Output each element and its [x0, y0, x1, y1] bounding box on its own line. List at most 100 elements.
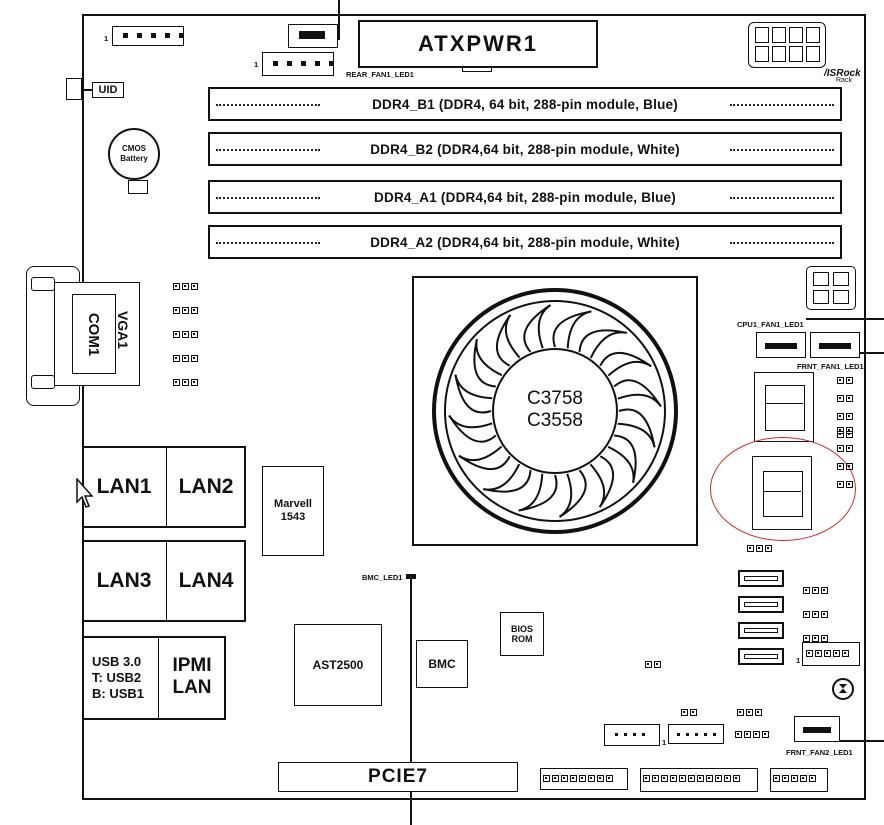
- cpu1-fan-header: [756, 332, 806, 358]
- dimm-slot-b2: DDR4_B2 (DDR4,64 bit, 288-pin module, Wh…: [208, 132, 842, 166]
- cpu-fan-leader: [806, 318, 884, 320]
- fan-blade-edge: [617, 422, 656, 448]
- cpu-model-label: C3758 C3558: [514, 388, 596, 432]
- fan-blade: [599, 352, 652, 368]
- uid-button-body: [66, 78, 82, 100]
- fan-blade-edge: [483, 463, 521, 491]
- usb-ipmi-stack: USB 3.0 T: USB2 B: USB1 IPMI LAN: [82, 636, 226, 720]
- cpu1-fan-label: CPU1_FAN1_LED1: [737, 320, 804, 329]
- sata-port-1: [738, 570, 784, 587]
- bmc-chip: BMC: [416, 640, 468, 688]
- sata-port-3: [738, 622, 784, 639]
- lan-ports-top: LAN1 LAN2: [82, 446, 246, 528]
- four-pin-power-connector: [806, 266, 856, 310]
- lan4-port: LAN4: [178, 569, 234, 592]
- pin1-marker: 1: [796, 656, 801, 665]
- eight-pin-power-connector: [748, 22, 826, 68]
- front-fan1-label: FRNT_FAN1_LED1: [797, 362, 864, 371]
- bottom-connector-b: [668, 724, 724, 744]
- fan-blade: [578, 329, 627, 352]
- fan-blade-edge: [475, 339, 503, 377]
- fan-blade-edge: [607, 445, 635, 483]
- front-fan2-label: FRNT_FAN2_LED1: [786, 748, 853, 757]
- pin1-marker: 1: [254, 60, 259, 69]
- chip-upper: [754, 372, 814, 442]
- ast2500-chip: AST2500: [294, 624, 382, 706]
- fan-blade: [558, 469, 587, 518]
- buzzer-icon: [832, 678, 854, 700]
- front-fan1-header: [810, 332, 860, 358]
- cmos-battery: CMOS Battery: [108, 128, 160, 180]
- marvell-chip: Marvell 1543: [262, 466, 324, 556]
- rear-fan-header: [288, 24, 338, 48]
- dimm-b2-label: DDR4_B2 (DDR4,64 bit, 288-pin module, Wh…: [370, 142, 680, 157]
- highlight-ellipse: [710, 437, 856, 541]
- fan-blade-edge: [454, 374, 493, 400]
- fan-blade-edge: [537, 304, 552, 349]
- header-bottom-3: [770, 768, 828, 792]
- lan1-port: LAN1: [96, 475, 152, 498]
- top-left-connector: [112, 26, 184, 46]
- dimm-a2-label: DDR4_A2 (DDR4,64 bit, 288-pin module, Wh…: [370, 235, 680, 250]
- fan-blade-edge: [448, 414, 493, 429]
- usb-line-3: B: USB1: [92, 686, 145, 701]
- fan-blade: [613, 379, 662, 408]
- fan-blade: [454, 374, 492, 414]
- fan-blade: [523, 304, 552, 353]
- fan-blade: [448, 414, 497, 443]
- bmc-led-leader: [410, 578, 412, 825]
- fan-blade-edge: [589, 463, 606, 508]
- fan-blade-edge: [607, 360, 652, 377]
- lan3-port: LAN3: [96, 569, 152, 592]
- fan-blade-edge: [617, 393, 662, 408]
- front-fan2-header: [794, 716, 840, 742]
- fan-blade-edge: [518, 473, 544, 512]
- vga1-label: VGA1: [115, 310, 132, 350]
- fan-blade: [598, 455, 614, 508]
- fan-blade-edge: [558, 473, 573, 518]
- fan-blade: [518, 474, 558, 512]
- jumper-triple-a: [736, 704, 763, 722]
- com1-label: COM1: [85, 312, 103, 356]
- bmc-led-label: BMC_LED1: [362, 573, 403, 582]
- dimm-slot-b1: DDR4_B1 (DDR4, 64 bit, 288-pin module, B…: [208, 87, 842, 121]
- rear-fan-label: REAR_FAN1_LED1: [346, 70, 414, 79]
- small-jumper: [746, 540, 773, 558]
- bmc-led: [406, 574, 416, 579]
- jumper-block-left: [172, 278, 208, 392]
- pin1-marker: 1: [104, 34, 109, 43]
- fan-blade-edge: [566, 310, 592, 349]
- sata-port-4: [738, 648, 784, 665]
- fan-blade: [483, 470, 532, 493]
- fan-blade: [618, 408, 656, 448]
- header-bottom-2: [640, 768, 758, 792]
- com1-connector: COM1: [72, 294, 116, 374]
- fan-blade: [552, 310, 592, 348]
- fan-blade: [614, 434, 637, 483]
- front-fan2-leader: [840, 740, 884, 742]
- bios-rom-chip: BIOS ROM: [500, 612, 544, 656]
- fan-blade: [458, 454, 511, 470]
- uid-button: UID: [92, 82, 124, 98]
- bottom-connector-a: [604, 724, 660, 746]
- sata-port-2: [738, 596, 784, 613]
- cmos-battery-clip: [128, 180, 148, 194]
- rear-fan-connector: [262, 52, 334, 76]
- front-panel-header: [802, 642, 860, 666]
- jumper-triple-b: [734, 726, 770, 744]
- pcie7-slot: PCIE7: [278, 762, 518, 792]
- fan-blade: [496, 314, 512, 367]
- uid-stem: [82, 89, 92, 91]
- lan2-port: LAN2: [178, 475, 234, 498]
- dimm-a1-label: DDR4_A1 (DDR4,64 bit, 288-pin module, Bl…: [374, 190, 676, 205]
- header-vertical-upper: [836, 372, 858, 444]
- jumper-pair-a: [680, 704, 698, 722]
- usb-line-2: T: USB2: [92, 670, 142, 685]
- front-fan1-leader: [860, 352, 884, 354]
- asrock-logo: /ISRock: [824, 68, 861, 79]
- rear-fan-leader: [338, 0, 340, 40]
- header-vertical-lower: [836, 422, 858, 494]
- usb-line-1: USB 3.0: [92, 654, 142, 669]
- usb-label: USB 3.0 T: USB2 B: USB1: [92, 654, 144, 702]
- motherboard-outline: [82, 14, 866, 800]
